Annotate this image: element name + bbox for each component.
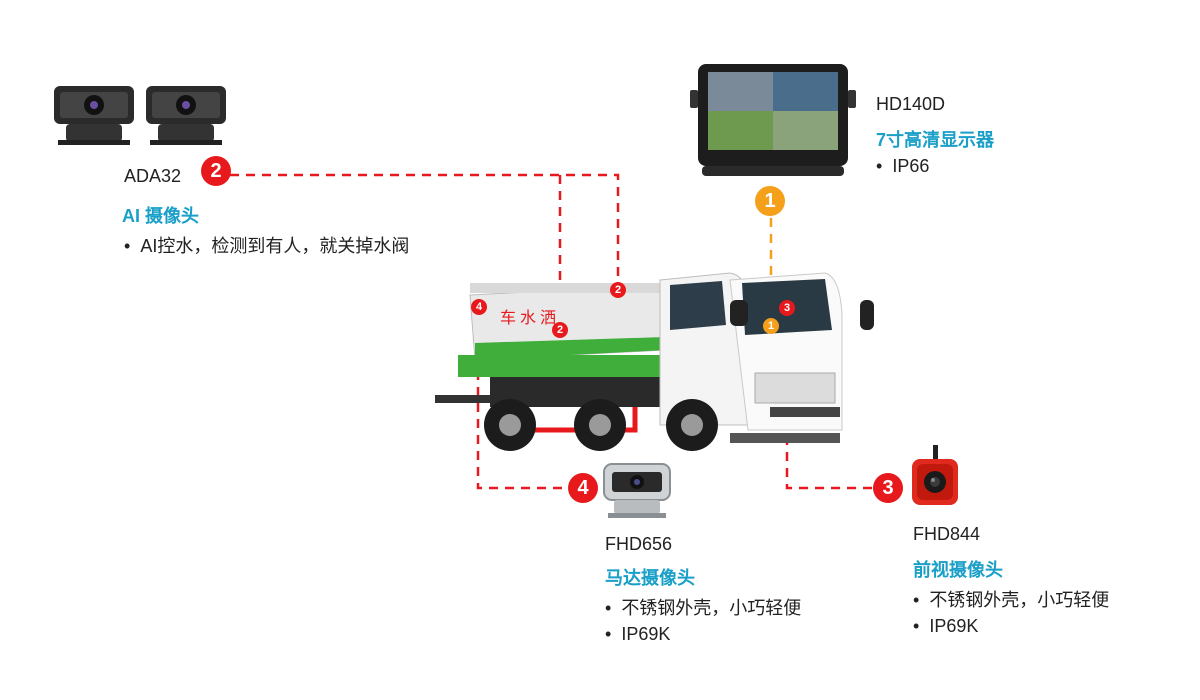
fhd844-bullet-2: IP69K: [913, 616, 978, 637]
motor-camera-icon: [600, 458, 675, 520]
truck-marker-2b: 2: [552, 322, 568, 338]
ada32-bullet-1: AI控水，检测到有人，就关掉水阀: [124, 232, 409, 258]
fhd844-model-label: FHD844: [913, 524, 981, 544]
hd140d-badge: 1: [755, 186, 785, 216]
fhd656-connection-line: [476, 307, 568, 490]
hd140d-bullet-1: IP66: [876, 156, 929, 177]
tank-lettering: 车 水 洒: [500, 309, 556, 327]
hd140d-model-label: HD140D: [876, 94, 946, 114]
monitor-icon: [690, 60, 865, 185]
fhd844-category: 前视摄像头: [913, 560, 1003, 580]
water-truck-icon: 车 水 洒: [430, 255, 880, 455]
front-camera-icon: [908, 445, 963, 510]
truck-marker-2a: 2: [610, 282, 626, 298]
fhd844-connection-line: [785, 308, 872, 490]
ada32-connection-line: [230, 173, 620, 290]
fhd656-category: 马达摄像头: [605, 568, 695, 588]
ada32-category: AI 摄像头: [122, 206, 200, 226]
truck-marker-1: 1: [763, 318, 779, 334]
fhd656-badge: 4: [568, 473, 598, 503]
fhd656-bullet-1: 不锈钢外壳，小巧轻便: [605, 594, 801, 620]
fhd844-badge: 3: [873, 473, 903, 503]
hd140d-category: 7寸高清显示器: [876, 130, 995, 150]
ai-camera-icon: [52, 78, 237, 148]
fhd844-bullet-1: 不锈钢外壳，小巧轻便: [913, 586, 1109, 612]
ada32-model-label: ADA32: [124, 166, 182, 186]
fhd656-bullet-2: IP69K: [605, 624, 670, 645]
fhd656-model-label: FHD656: [605, 534, 673, 554]
truck-marker-4: 4: [471, 299, 487, 315]
ada32-badge: 2: [201, 156, 231, 186]
truck-marker-3: 3: [779, 300, 795, 316]
